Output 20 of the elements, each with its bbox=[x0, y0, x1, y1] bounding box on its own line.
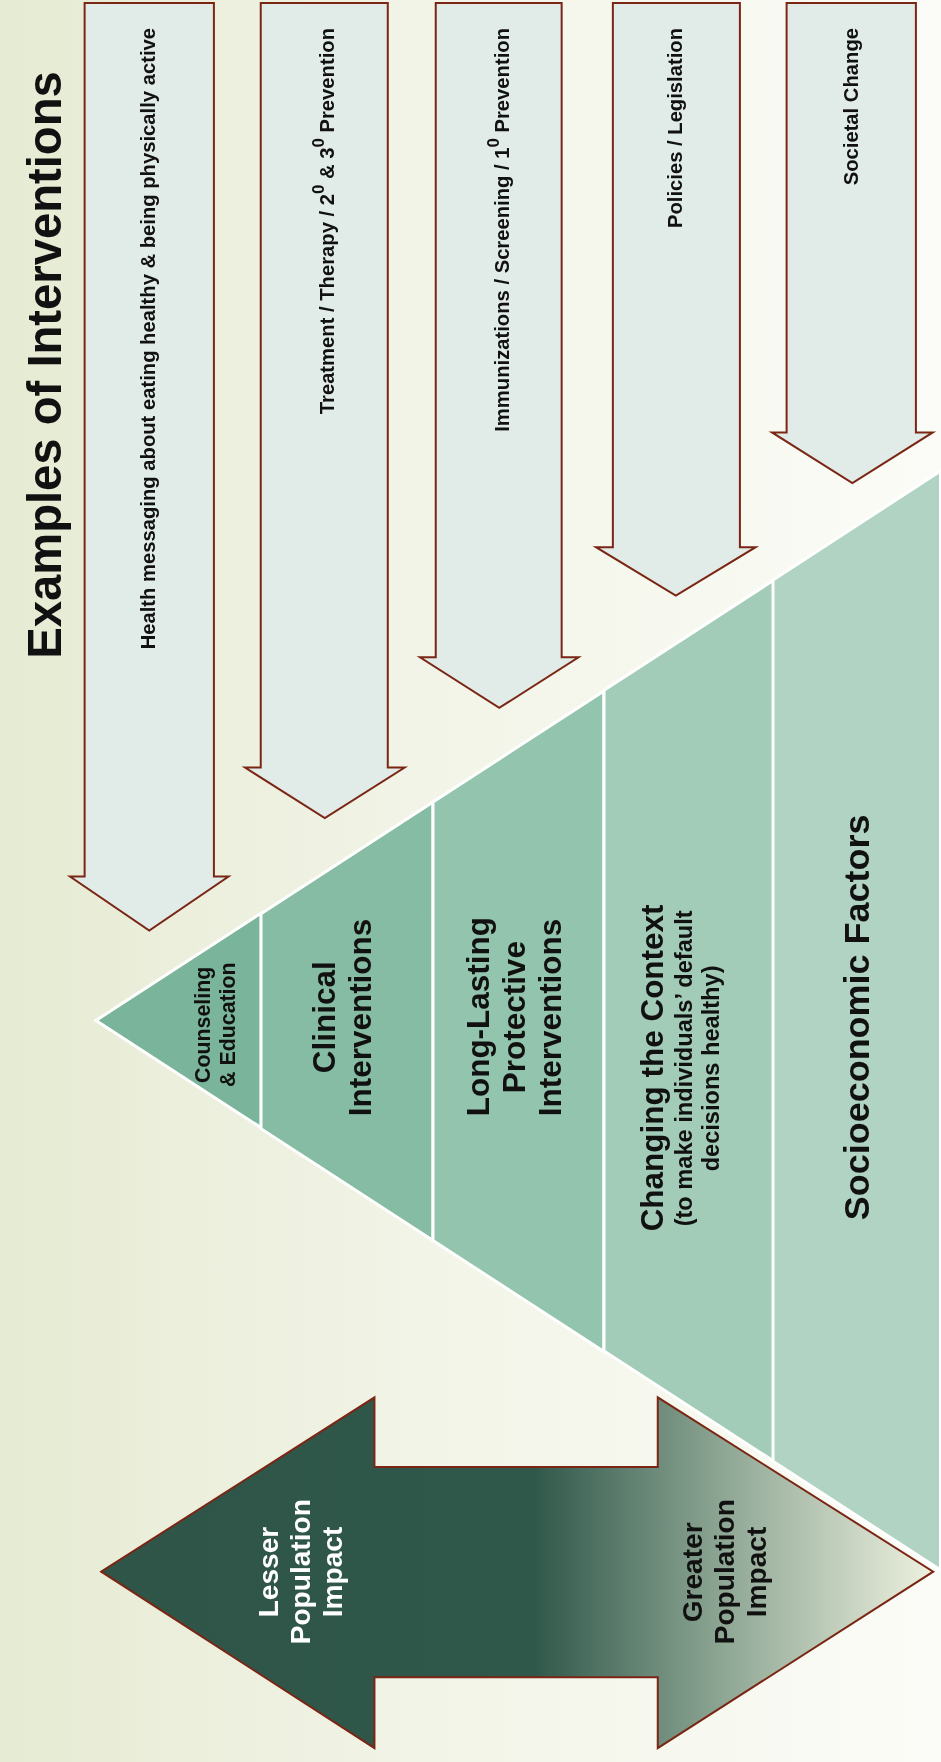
arrow-label: Health messaging about eating healthy & being physically active bbox=[137, 28, 161, 650]
pyramid-tier bbox=[260, 801, 433, 1241]
arrow-label: Societal Change bbox=[840, 28, 863, 186]
pyramid-tier bbox=[432, 690, 604, 1352]
pointed-banner bbox=[69, 3, 229, 931]
impact-label: Lesser Population Impact bbox=[252, 1498, 350, 1647]
arrow-label: Policies / Legislation bbox=[664, 28, 688, 229]
pyramid-tier bbox=[603, 580, 774, 1462]
title: Examples of Interventions bbox=[17, 71, 72, 660]
double-arrow bbox=[98, 1394, 937, 1752]
tier-note: (to make individuals’ default decisions healthy) bbox=[671, 909, 726, 1228]
pyramid-tier bbox=[773, 471, 941, 1571]
tier-label: Clinical Interventions bbox=[306, 917, 379, 1119]
pointed-banner bbox=[595, 3, 756, 596]
tier-label: Changing the Context bbox=[634, 903, 671, 1234]
tier-label: Long-Lasting Protective Interventions bbox=[460, 916, 569, 1120]
tier-label: Counseling & Education bbox=[191, 962, 241, 1089]
impact-label: Greater Population Impact bbox=[676, 1498, 774, 1647]
pyramid-tier bbox=[95, 913, 261, 1129]
tier-label: Socioeconomic Factors bbox=[836, 813, 878, 1223]
